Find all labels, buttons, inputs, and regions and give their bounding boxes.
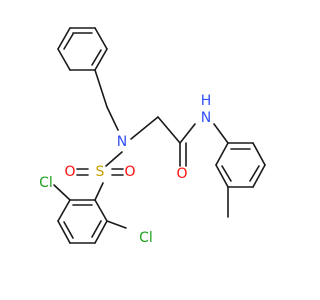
bond [106, 220, 127, 229]
bond [249, 165, 260, 182]
structure-diagram: N N H O S O O Cl Cl [39, 27, 266, 246]
atom-labels: N N H O S O O Cl Cl [39, 93, 211, 246]
bond [94, 220, 108, 244]
core-bonds [76, 69, 229, 201]
atom-label-chlorine: Cl [39, 175, 53, 191]
bond [221, 165, 232, 182]
atom-label-oxygen: O [64, 164, 75, 180]
dichlorophenyl-ring [53, 184, 127, 244]
bond [179, 123, 196, 144]
bond [157, 116, 181, 144]
bond [57, 220, 71, 244]
bond [94, 199, 108, 222]
bond [63, 33, 74, 50]
bond [94, 182, 104, 201]
bond [53, 184, 71, 201]
bond [213, 123, 229, 144]
molecule-canvas: N N H O S O O Cl Cl [39, 27, 266, 246]
bond [94, 69, 108, 108]
bond [57, 27, 71, 50]
atom-label-oxygen: O [176, 166, 187, 182]
tolyl-ring [215, 142, 266, 218]
bond [94, 27, 108, 50]
benzyl-ring [57, 27, 108, 71]
bond [252, 164, 266, 188]
atom-label-oxygen: O [124, 164, 135, 180]
bond [57, 199, 71, 222]
bond [215, 164, 229, 188]
bond [105, 151, 123, 167]
bond [94, 48, 108, 71]
bond [106, 106, 119, 131]
atom-label-nitrogen: N [201, 110, 211, 126]
atom-label-sulfur: S [96, 164, 105, 180]
atom-label-hydrogen: H [201, 93, 212, 109]
bond [130, 116, 159, 140]
bond [91, 49, 102, 66]
atom-label-chlorine: Cl [139, 230, 153, 246]
bond [63, 221, 74, 239]
bond [57, 48, 71, 71]
bond [252, 142, 266, 166]
bond [215, 142, 229, 166]
atom-label-nitrogen: N [117, 134, 127, 150]
bond [91, 220, 102, 238]
